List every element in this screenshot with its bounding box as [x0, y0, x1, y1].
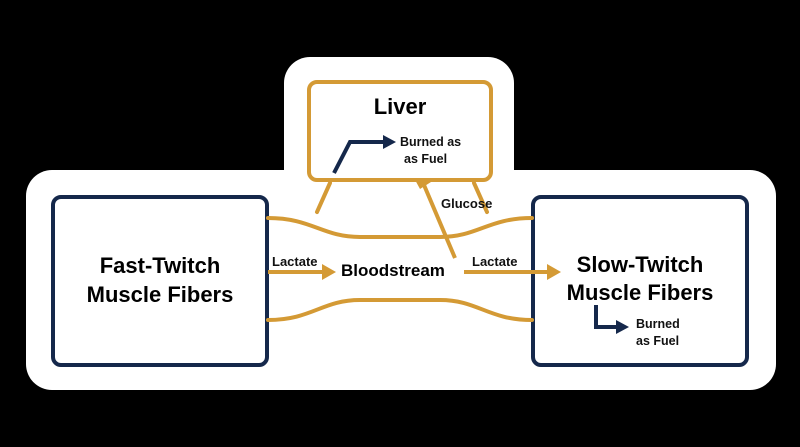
slow-twitch-title-line-1: Slow-Twitch — [576, 252, 704, 277]
slow-twitch-fuel-arrow — [594, 305, 629, 334]
bloodstream-label: Bloodstream — [341, 261, 445, 280]
glucose-label: Glucose — [441, 196, 493, 211]
lactate-left-arrow — [268, 264, 336, 280]
slow-twitch-title-line-2: Muscle Fibers — [566, 280, 714, 305]
fast-twitch-box — [51, 195, 269, 367]
liver-box — [307, 80, 493, 182]
liver-fuel-label-line-2: as Fuel — [404, 152, 448, 166]
liver-connectors — [315, 181, 489, 214]
liver-title: Liver — [373, 94, 427, 119]
slow-twitch-fuel-label-line-2: as Fuel — [636, 334, 680, 348]
fast-twitch-title-line-2: Muscle Fibers — [86, 282, 234, 307]
slow-twitch-fuel-label-line-1: Burned — [636, 317, 680, 331]
liver-fuel-arrow — [332, 135, 396, 174]
slow-twitch-box — [531, 195, 749, 367]
glucose-arrow — [414, 178, 457, 259]
lactate-right-label: Lactate — [472, 254, 518, 269]
lactate-right-arrow — [464, 264, 561, 280]
bloodstream-vessel — [266, 216, 534, 322]
liver-fuel-label-line-1: Burned as — [400, 135, 462, 149]
fast-twitch-title-line-1: Fast-Twitch — [99, 253, 221, 278]
lactate-left-label: Lactate — [272, 254, 318, 269]
